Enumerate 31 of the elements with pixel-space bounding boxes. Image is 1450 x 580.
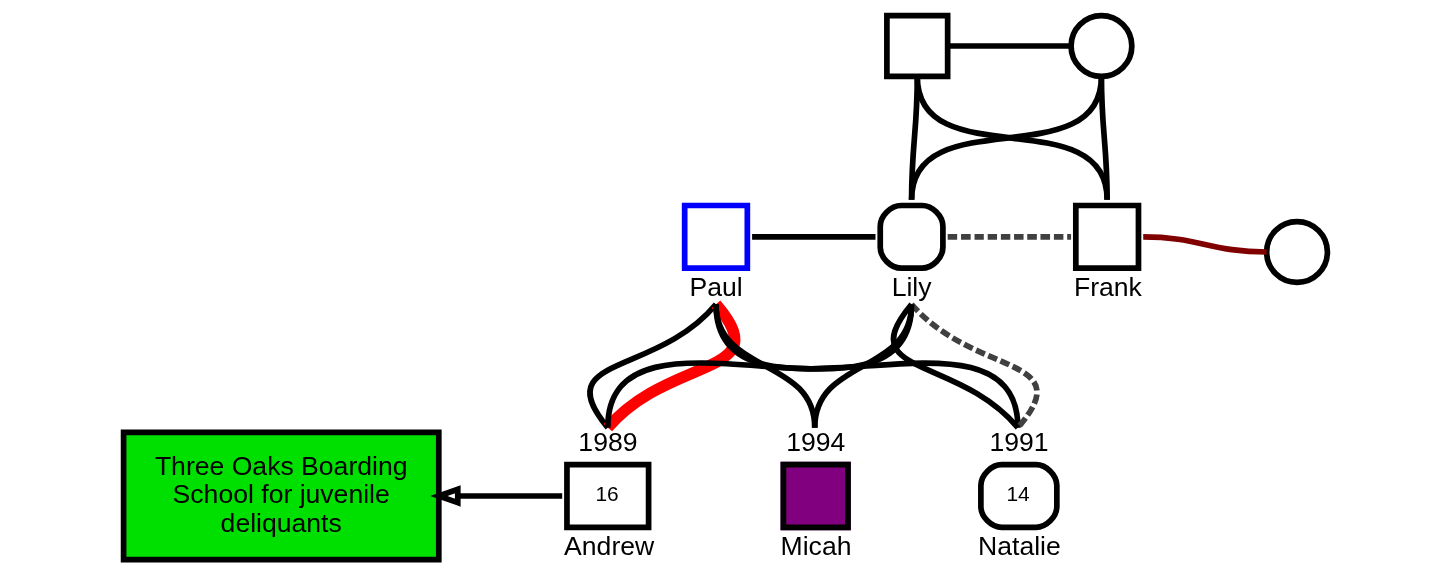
node-box [883,12,950,80]
connector [947,234,1071,240]
connector [890,302,1020,430]
node-circle [1067,12,1135,80]
node-box [1072,202,1141,271]
connector [751,234,875,240]
node-label: 1991 [988,426,1049,457]
connector [909,302,1039,430]
node-label: 1989 [577,426,637,457]
connector [712,303,1021,429]
connector [1098,76,1110,200]
node-label: 1994 [785,426,845,457]
connector [587,302,718,430]
node-circle [1263,218,1330,286]
node-box [681,202,750,271]
node-label: Natalie [977,531,1061,562]
connector [811,303,914,428]
connector [603,300,740,432]
node-label: Andrew [563,531,654,562]
connector [604,303,914,429]
node-label: Frank [1073,272,1142,303]
node-box: Three Oaks Boarding School for juvenile deliquants [120,429,442,563]
connector [1142,234,1267,255]
node-label: Paul [688,272,743,303]
connector [947,43,1071,49]
node-circle [876,202,946,271]
node-box: 14 [977,461,1060,531]
node-label: Micah [780,531,851,562]
node-box: 16 [563,461,651,531]
node-label: Lily [891,272,932,303]
arrow [429,485,562,507]
